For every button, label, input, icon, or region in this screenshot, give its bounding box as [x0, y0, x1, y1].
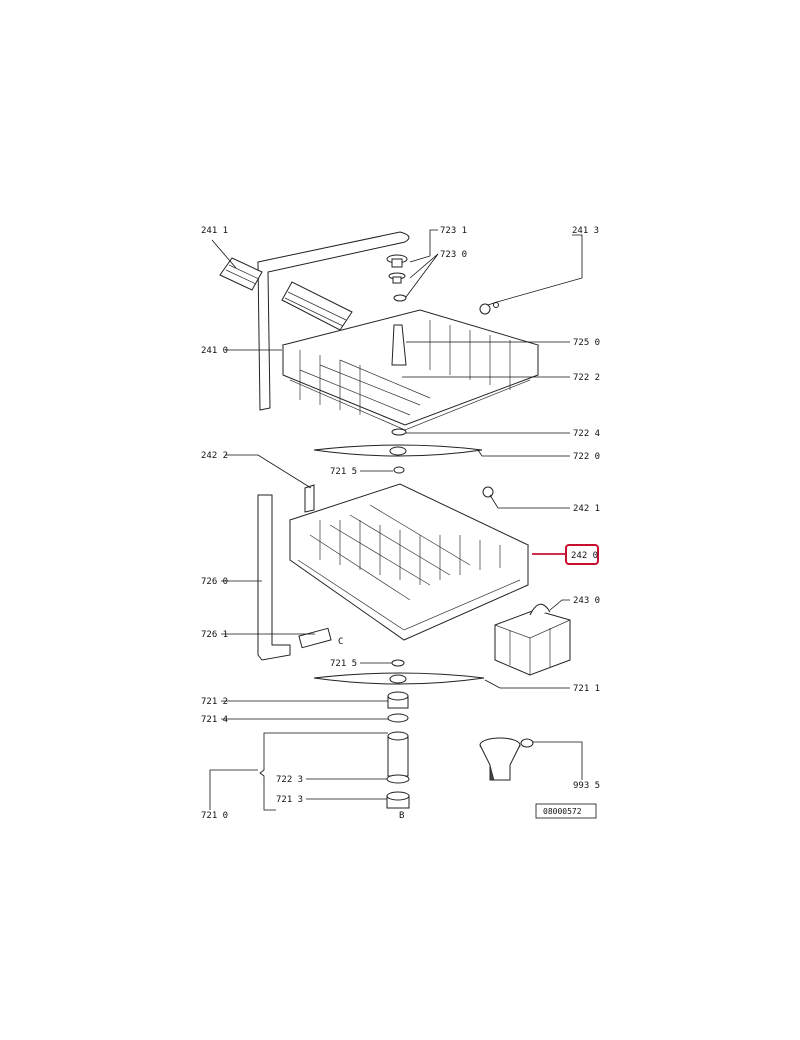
part-label-723-1: 723 1: [440, 226, 467, 236]
part-label-722-0: 722 0: [573, 452, 600, 462]
upper-basket: [281, 309, 540, 431]
part-label-993-5: 993 5: [573, 781, 600, 791]
part-label-242-0-highlighted[interactable]: 242 0: [571, 551, 598, 561]
part-label-242-1: 242 1: [573, 504, 600, 514]
part-label-241-3: 241 3: [572, 226, 599, 236]
part-label-722-4: 722 4: [573, 429, 600, 439]
salt-funnel: [479, 737, 534, 781]
part-label-b: B: [399, 811, 404, 821]
part-label-c: C: [338, 637, 343, 647]
leader-lines: [209, 229, 583, 811]
part-label-721-4: 721 4: [201, 715, 228, 725]
part-label-721-0: 721 0: [201, 811, 228, 821]
part-label-725-0: 725 0: [573, 338, 600, 348]
part-label-721-5-upper: 721 5: [330, 467, 357, 477]
drawing-number: 08000572: [543, 807, 582, 816]
highlight-box: [565, 544, 599, 565]
upper-spray-arm: [313, 428, 483, 474]
lower-spray-arm-assembly: [313, 659, 485, 809]
part-label-721-5-lower: 721 5: [330, 659, 357, 669]
part-label-726-0: 726 0: [201, 577, 228, 587]
fold-down-tine-racks: [219, 257, 353, 331]
part-label-726-1: 726 1: [201, 630, 228, 640]
part-label-722-2: 722 2: [573, 373, 600, 383]
part-label-241-1: 241 1: [201, 226, 228, 236]
cutlery-basket: [494, 603, 571, 676]
part-label-242-2: 242 2: [201, 451, 228, 461]
upper-spray-pipe: [257, 231, 410, 411]
lower-basket: [288, 483, 530, 641]
part-label-721-3: 721 3: [276, 795, 303, 805]
spray-hub-parts: [386, 254, 499, 366]
part-label-721-2: 721 2: [201, 697, 228, 707]
lower-feed-pipe: [257, 494, 332, 661]
part-label-723-0: 723 0: [440, 250, 467, 260]
part-label-243-0: 243 0: [573, 596, 600, 606]
part-label-241-0: 241 0: [201, 346, 228, 356]
part-label-722-3: 722 3: [276, 775, 303, 785]
part-label-721-1: 721 1: [573, 684, 600, 694]
drawing-number-box: [535, 803, 597, 819]
